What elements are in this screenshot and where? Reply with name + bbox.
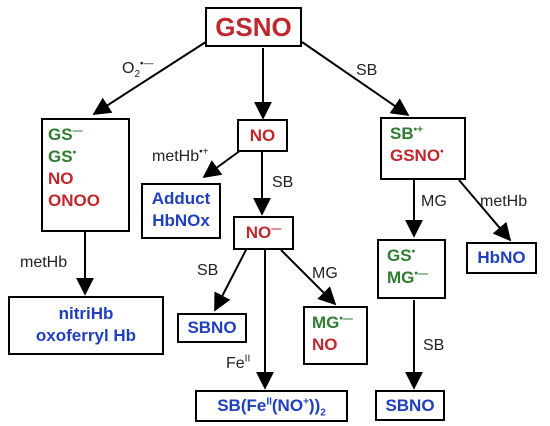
gsno-label: GSNO — [215, 12, 292, 42]
sb-top-label: SB — [356, 62, 378, 79]
adduct-label: Adduct — [151, 189, 211, 208]
mg-right-label: MG — [421, 193, 447, 210]
gsno-radical-label: GSNO• — [390, 146, 444, 165]
arrow-gsno-to-left-box — [92, 37, 213, 115]
sb-radical-cation-label: SB•+ — [390, 124, 423, 143]
arrow-right-box-to-hbno — [458, 179, 512, 242]
nitrihb-box: nitriHb oxoferryl Hb — [8, 296, 164, 355]
gsno-box: GSNO — [205, 7, 302, 47]
mg-radical-anion-label: MG•— — [312, 313, 353, 332]
sbno-center-label: SBNO — [187, 318, 237, 337]
hbno-label: HbNO — [477, 248, 526, 267]
mg-box-no-label: NO — [312, 335, 338, 354]
gs-anion-label: GS— — [48, 125, 83, 144]
arrow-gsno-to-right-box — [301, 41, 410, 117]
left-products-box: GS— GS• NO ONOO — [41, 118, 130, 232]
superoxide-label: O2•— — [122, 58, 154, 81]
sbno-right-label: SBNO — [385, 396, 435, 415]
right-products-box: SB•+ GSNO• — [380, 117, 466, 180]
hbno-box: HbNO — [466, 242, 537, 274]
gs-mg-box: GS• MG•— — [377, 239, 446, 299]
gs-radical-label: GS• — [48, 147, 77, 166]
sb-left-label: SB — [197, 262, 219, 279]
hbnox-label: HbNOx — [152, 211, 210, 230]
sbno-center-box: SBNO — [177, 313, 247, 343]
fe-ii-label: FeII — [226, 353, 251, 372]
mg-radical-anion-right-label: MG•— — [387, 268, 428, 287]
no-label: NO — [48, 169, 74, 188]
nitrihb-label: nitriHb — [58, 304, 114, 323]
sb-fe-complex-box: SB(FeII(NO+))2 — [195, 390, 348, 422]
no-center-box: NO — [237, 119, 288, 152]
adduct-box: Adduct HbNOx — [141, 183, 221, 239]
no-center-label: NO — [249, 126, 276, 145]
sb-center-label: SB — [272, 174, 294, 191]
gs-radical-right-label: GS• — [387, 246, 416, 265]
arrow-no-minus-to-mg-box — [280, 249, 337, 306]
onoo-label: ONOO — [48, 191, 100, 210]
methb-left-label: metHb — [20, 254, 68, 271]
mg-center-label: MG — [312, 265, 338, 282]
no-minus-box: NO— — [233, 216, 294, 250]
methb-right-label: metHb — [480, 193, 528, 210]
arrow-no-minus-to-sbno — [214, 247, 248, 312]
nitroxyl-label: NO— — [245, 223, 282, 242]
sbno-right-box: SBNO — [375, 390, 445, 421]
oxoferryl-hb-label: oxoferryl Hb — [35, 326, 137, 345]
methb-plus-label: metHb•+ — [152, 146, 209, 165]
sb-fe-complex-label: SB(FeII(NO+))2 — [217, 396, 326, 419]
sb-right-label: SB — [423, 337, 445, 354]
arrow-no-to-adduct — [202, 149, 242, 179]
mg-no-box: MG•— NO — [303, 306, 368, 365]
